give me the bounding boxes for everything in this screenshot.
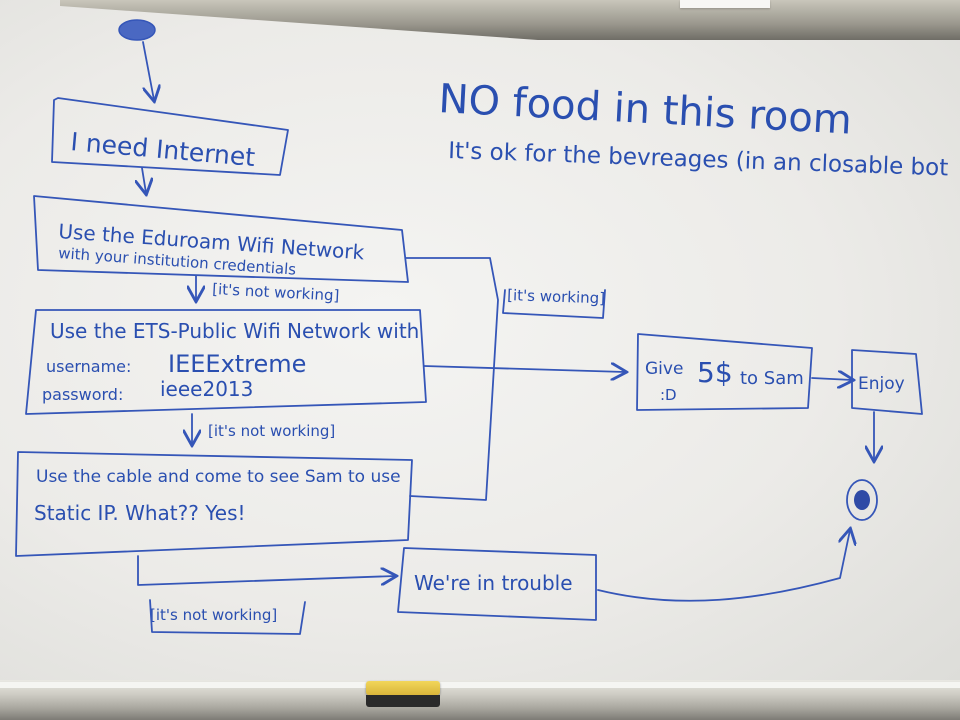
- arrow-to-give: [423, 366, 625, 372]
- box-trouble: [397, 547, 597, 621]
- text-cable-1: Use the cable and come to see Sam to use: [36, 467, 401, 487]
- text-give-smiley: :D: [660, 386, 677, 404]
- text-give-prefix: Give: [645, 359, 683, 379]
- bracket-working: [502, 289, 606, 319]
- text-ets-user-value: IEEExtreme: [168, 350, 306, 378]
- label-not-working-1: [it's not working]: [212, 280, 340, 305]
- box-eduroam: [33, 195, 409, 283]
- box-ets: [25, 309, 427, 415]
- text-ets-pass-value: ieee2013: [160, 377, 253, 401]
- end-node-dot: [854, 490, 870, 510]
- text-give-amount: 5$: [697, 356, 733, 389]
- text-ets-pass-label: password:: [42, 385, 123, 404]
- arrow-to-end: [597, 530, 850, 602]
- arrow-start: [142, 41, 154, 100]
- note-no-food: NO food in this room: [437, 76, 852, 144]
- text-enjoy: Enjoy: [858, 374, 905, 394]
- label-working: [it's working]: [507, 286, 606, 307]
- text-give-suffix: to Sam: [740, 368, 804, 389]
- text-ets-user-label: username:: [46, 357, 131, 376]
- paper-edge: [680, 0, 770, 8]
- text-trouble: We're in trouble: [414, 571, 573, 595]
- box-cable: [15, 451, 413, 557]
- end-node-ring: [846, 479, 878, 521]
- arrow-1: [142, 167, 146, 193]
- whiteboard-drawing: I need Internet Use the Eduroam Wifi Net…: [15, 19, 949, 635]
- note-beverages: It's ok for the bevreages (in an closabl…: [448, 138, 949, 181]
- label-not-working-3: [it's not working]: [150, 606, 277, 624]
- label-not-working-2: [it's not working]: [208, 422, 335, 440]
- marker-cap: [366, 695, 440, 707]
- box-enjoy: [851, 349, 923, 415]
- start-node: [118, 19, 156, 41]
- box-give: [636, 333, 813, 411]
- text-ets-1: Use the ETS-Public Wifi Network with: [50, 319, 419, 343]
- box-start: [51, 97, 289, 176]
- marker-tray-lip: [0, 682, 960, 688]
- arrow-to-enjoy: [811, 378, 852, 380]
- bracket-not-working-3: [149, 599, 306, 635]
- text-cable-2: Static IP. What?? Yes!: [34, 501, 246, 525]
- line-working: [405, 257, 499, 501]
- yellow-marker: [366, 681, 440, 695]
- arrow-to-trouble: [137, 555, 395, 586]
